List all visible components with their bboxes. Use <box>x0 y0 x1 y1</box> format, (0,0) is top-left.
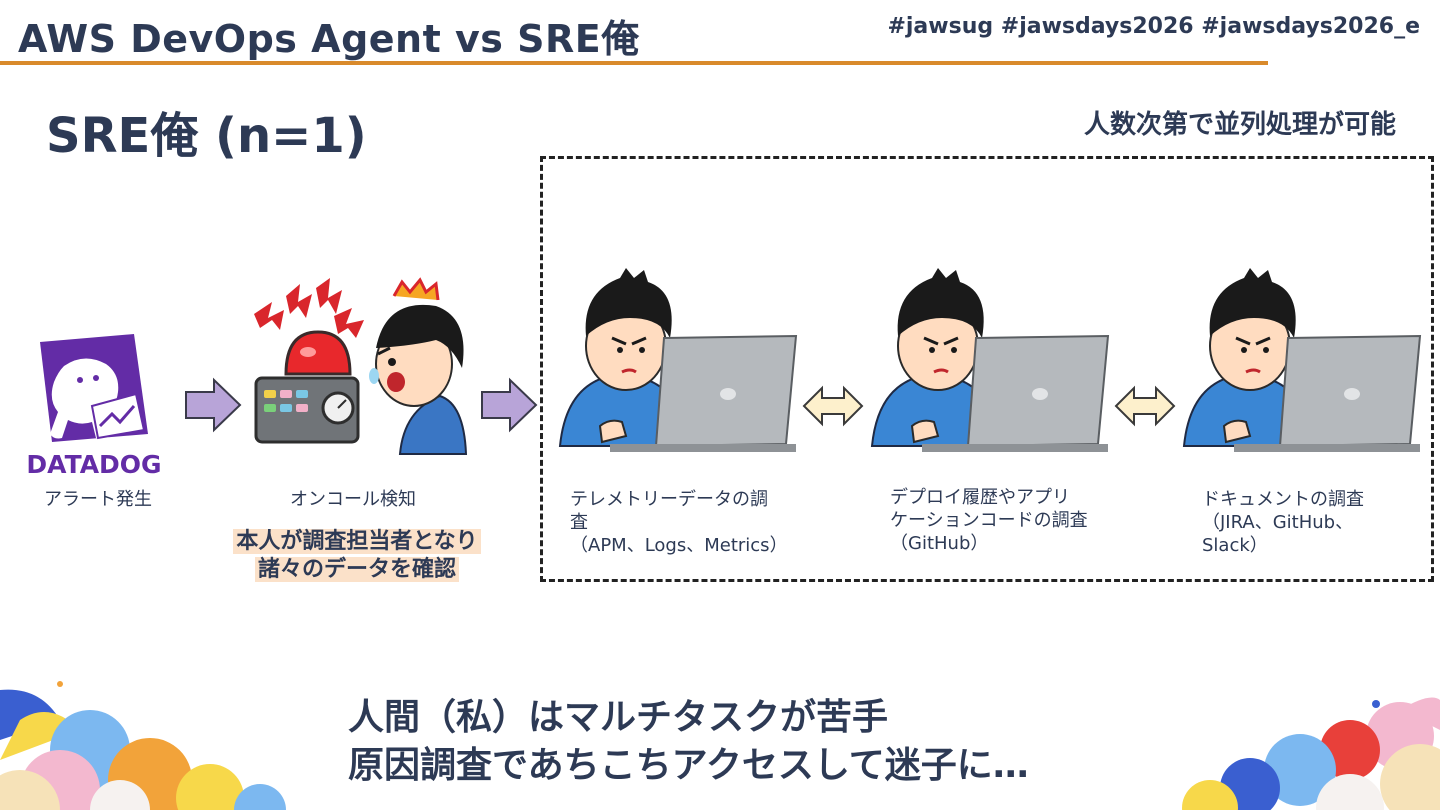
worker-laptop-icon <box>560 266 800 456</box>
siren-alarm-icon <box>246 278 468 454</box>
telemetry-label-line1: テレメトリーデータの調 <box>570 488 788 511</box>
footer-line1: 人間（私）はマルチタスクが苦手 <box>348 694 1029 742</box>
worker-laptop-icon <box>1184 266 1424 456</box>
oncall-note-line2: 諸々のデータを確認 <box>255 557 459 582</box>
deploy-label-line1: デプロイ履歴やアプリ <box>890 486 1088 509</box>
datadog-wordmark: DATADOG <box>26 450 161 479</box>
right-arrow-icon <box>480 378 538 432</box>
decorative-clouds-right <box>1150 680 1440 810</box>
right-arrow-icon <box>184 378 242 432</box>
double-arrow-icon <box>802 384 864 428</box>
deploy-label-line2: ケーションコードの調査 <box>890 509 1088 532</box>
footer-line2: 原因調査であちこちアクセスして迷子に… <box>348 742 1029 790</box>
docs-label-line3: Slack） <box>1202 534 1364 557</box>
docs-label: ドキュメントの調査 （JIRA、GitHub、 Slack） <box>1202 488 1364 557</box>
oncall-note-line1: 本人が調査担当者となり <box>233 529 480 554</box>
header-title: AWS DevOps Agent vs SRE俺 <box>18 8 640 63</box>
slide-heading: SRE俺 (n=1) <box>46 96 367 166</box>
footer-message: 人間（私）はマルチタスクが苦手 原因調査であちこちアクセスして迷子に… <box>348 694 1029 790</box>
telemetry-label-line3: （APM、Logs、Metrics） <box>570 534 788 557</box>
alert-label: アラート発生 <box>44 488 152 511</box>
deploy-label: デプロイ履歴やアプリ ケーションコードの調査 （GitHub） <box>890 486 1088 555</box>
parallel-note: 人数次第で並列処理が可能 <box>1084 104 1396 141</box>
telemetry-label-line2: 査 <box>570 511 788 534</box>
datadog-dog-icon <box>40 334 148 442</box>
datadog-logo: DATADOG <box>22 334 172 479</box>
decorative-clouds-left <box>0 680 300 810</box>
deploy-label-line3: （GitHub） <box>890 532 1088 555</box>
docs-label-line2: （JIRA、GitHub、 <box>1202 511 1364 534</box>
header-hashtags: #jawsug #jawsdays2026 #jawsdays2026_e <box>887 14 1420 39</box>
oncall-label: オンコール検知 <box>290 488 416 511</box>
double-arrow-icon <box>1114 384 1176 428</box>
telemetry-label: テレメトリーデータの調 査 （APM、Logs、Metrics） <box>570 488 788 557</box>
docs-label-line1: ドキュメントの調査 <box>1202 488 1364 511</box>
oncall-note: 本人が調査担当者となり 諸々のデータを確認 <box>226 528 488 584</box>
header-divider <box>0 61 1268 65</box>
worker-laptop-icon <box>872 266 1112 456</box>
